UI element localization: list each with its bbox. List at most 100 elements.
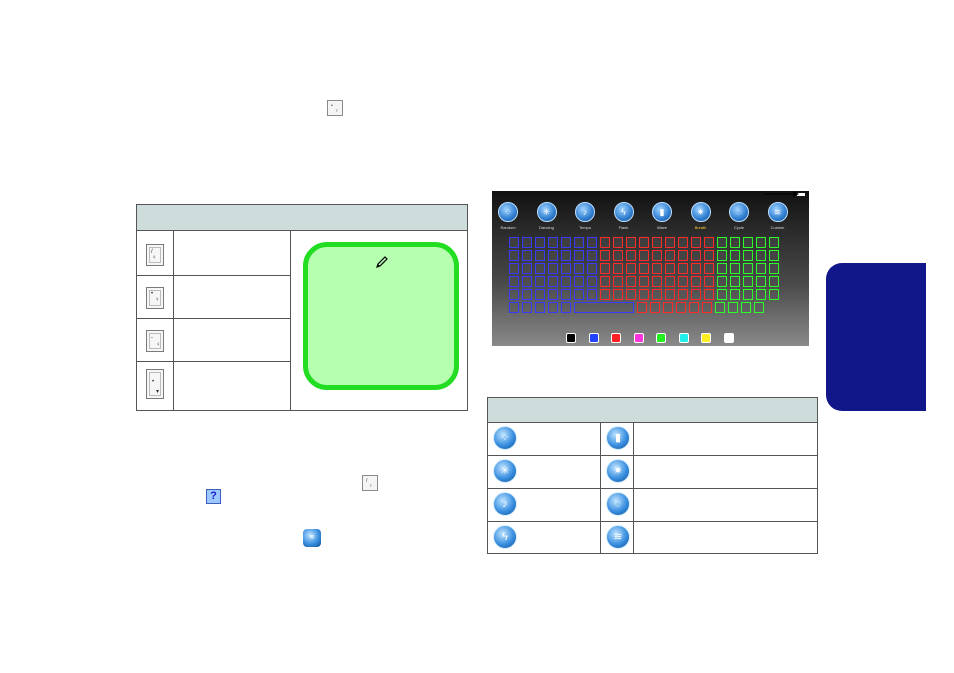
keyboard-key xyxy=(652,276,662,287)
keyboard-key xyxy=(535,237,545,248)
wave-icon: ▮ xyxy=(606,426,630,450)
keyboard-key xyxy=(678,250,688,261)
keyboard-key xyxy=(730,263,740,274)
mode-flash-icon[interactable]: ϟ xyxy=(613,202,634,222)
mode-label: Wave xyxy=(656,225,668,230)
table-header xyxy=(488,398,817,423)
keyboard-key xyxy=(665,289,675,300)
tall-light-icon[interactable]: •▾ xyxy=(146,369,164,399)
color-swatch[interactable] xyxy=(723,333,734,343)
note-box xyxy=(303,242,459,390)
keyboard-key xyxy=(613,276,623,287)
keyboard-key xyxy=(704,276,714,287)
keyboard-key xyxy=(717,250,727,261)
color-swatch[interactable] xyxy=(633,333,644,343)
mode-custom-icon[interactable]: ≋ xyxy=(767,202,788,222)
keyboard-key xyxy=(756,250,766,261)
keyboard-key xyxy=(587,237,597,248)
keyboard-key xyxy=(665,250,675,261)
keyboard-key xyxy=(548,263,558,274)
keyboard-key xyxy=(561,263,571,274)
dancing-icon: ✳ xyxy=(493,459,517,483)
keyboard-key xyxy=(743,237,753,248)
color-swatch[interactable] xyxy=(701,333,711,343)
small-light-icon[interactable]: -♀ xyxy=(146,330,164,352)
mode-tempo-icon[interactable]: ♪ xyxy=(575,202,595,222)
mode-label: Random xyxy=(500,225,516,230)
keyboard-key xyxy=(639,276,649,287)
keyboard-key xyxy=(702,302,712,313)
mode-random-icon[interactable]: ⁘ xyxy=(498,202,518,222)
keyboard-key xyxy=(613,263,623,274)
keyboard-key xyxy=(561,289,571,300)
mode-label: Dancing xyxy=(539,225,554,230)
keyboard-key xyxy=(652,250,662,261)
keyboard-key xyxy=(561,250,571,261)
keyboard-key xyxy=(626,263,636,274)
keyboard-key xyxy=(769,289,779,300)
custom-icon: ≋ xyxy=(606,525,630,549)
keyboard-key xyxy=(574,237,584,248)
keyboard-key xyxy=(691,263,701,274)
keyboard-key xyxy=(637,302,647,313)
random-icon: ⁘ xyxy=(493,426,517,450)
keyboard-key xyxy=(678,263,688,274)
keyboard-key xyxy=(730,289,740,300)
keyboard-key xyxy=(769,276,779,287)
mode-dancing-icon[interactable]: ✳ xyxy=(536,202,557,222)
keyboard-key xyxy=(678,237,688,248)
keyboard-key xyxy=(574,302,634,313)
table-header xyxy=(137,205,467,231)
keyboard-key xyxy=(678,276,688,287)
keyboard-key xyxy=(600,250,610,261)
keyboard-key xyxy=(728,302,738,313)
help-icon[interactable]: ? xyxy=(206,489,221,504)
mode-wave-icon[interactable]: ▮ xyxy=(652,202,672,222)
keyboard-key xyxy=(663,302,673,313)
color-swatch[interactable] xyxy=(588,333,599,343)
keyboard-key xyxy=(769,237,779,248)
keyboard-key xyxy=(717,237,727,248)
keyboard-key xyxy=(639,250,649,261)
keyboard-key xyxy=(535,263,545,274)
keyboard-key xyxy=(535,289,545,300)
keyboard-key xyxy=(730,276,740,287)
keyboard-key xyxy=(600,263,610,274)
window-controls-icon xyxy=(797,193,805,196)
mode-label: Flash xyxy=(618,225,629,230)
keyboard-key xyxy=(704,237,714,248)
keyboard-key xyxy=(561,276,571,287)
breath-icon: ✷ xyxy=(606,459,630,483)
keyboard-key xyxy=(600,276,610,287)
keyboard-key xyxy=(743,289,753,300)
keyboard-key xyxy=(574,276,584,287)
keyboard-key xyxy=(769,250,779,261)
mode-breath-icon[interactable]: ✷ xyxy=(690,202,711,222)
keyboard-key xyxy=(717,276,727,287)
color-swatch[interactable] xyxy=(656,333,666,343)
keyboard-key xyxy=(626,250,636,261)
keyboard-key xyxy=(743,276,753,287)
lighting-modes-table: /♀ •♀ -♀ •▾ xyxy=(136,204,468,411)
mode-label: Tempo xyxy=(578,225,591,230)
pencil-icon xyxy=(376,256,388,268)
keyboard-key xyxy=(704,263,714,274)
single-light-icon[interactable]: /♀ xyxy=(146,244,164,266)
chapter-tab xyxy=(826,263,926,411)
mode-cycle-icon[interactable]: ◌ xyxy=(729,202,749,222)
light-mode-icon: /♀ xyxy=(362,475,378,491)
keyboard-key xyxy=(691,250,701,261)
keyboard-key xyxy=(574,250,584,261)
keyboard-key xyxy=(717,263,727,274)
keyboard-key xyxy=(754,302,764,313)
keyboard-key xyxy=(561,302,571,313)
color-swatch[interactable] xyxy=(611,333,621,343)
key-light-icon[interactable]: •♀ xyxy=(146,287,164,309)
color-swatch[interactable] xyxy=(566,333,576,343)
keyboard-key xyxy=(600,289,610,300)
keyboard-key xyxy=(535,302,545,313)
color-swatch[interactable] xyxy=(678,333,689,343)
keyboard-key xyxy=(522,289,532,300)
keyboard-key xyxy=(730,237,740,248)
